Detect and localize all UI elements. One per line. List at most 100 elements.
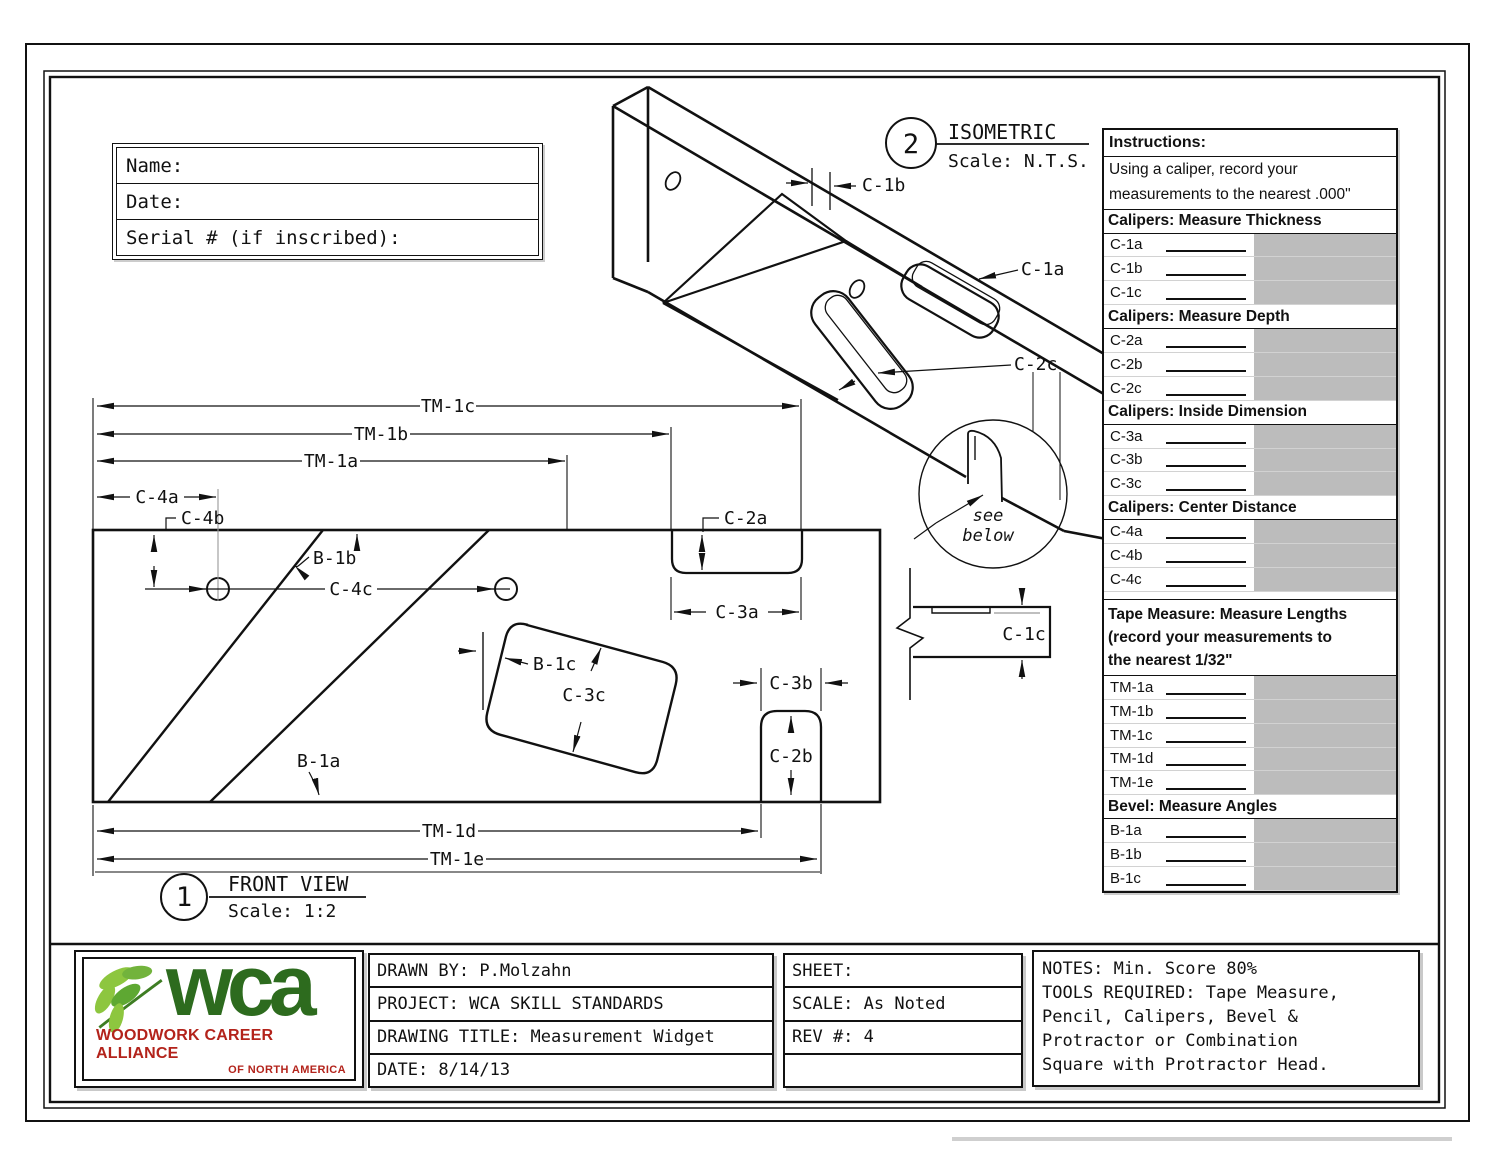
row-label: B-1b xyxy=(1110,846,1142,864)
wca-name-line2: OF NORTH AMERICA xyxy=(228,1064,346,1076)
measure-row-c3c: C-3c xyxy=(1104,472,1396,497)
front-view-scale: Scale: 1:2 xyxy=(228,901,336,922)
dim-label-tm1b: TM-1b xyxy=(354,424,408,445)
measure-row-tm1e: TM-1e xyxy=(1104,771,1396,796)
notes-line4: Protractor or Combination xyxy=(1042,1031,1298,1051)
name-box-inner: Name: Date: Serial # (if inscribed): xyxy=(116,147,539,256)
measure-row-tm1a: TM-1a xyxy=(1104,675,1396,700)
instructions-intro: Using a caliper, record your measurement… xyxy=(1104,157,1396,210)
row-gray-fill xyxy=(1254,257,1396,281)
measure-row-b1c: B-1c xyxy=(1104,866,1396,891)
row-label: B-1a xyxy=(1110,822,1142,840)
drawing-info-cell: DRAWN BY: P.Molzahn PROJECT: WCA SKILL S… xyxy=(368,953,774,1088)
dim-label-tm1a: TM-1a xyxy=(304,451,358,472)
rev-row: REV #: 4 xyxy=(785,1019,1021,1053)
row-label: TM-1c xyxy=(1110,726,1153,744)
view-callouts xyxy=(160,117,1089,921)
view-titles: 1 FRONT VIEW Scale: 1:2 2 ISOMETRIC Scal… xyxy=(176,120,1089,922)
dimension-labels: TM-1c TM-1b TM-1a C-4a C-4b B-1b C-4c C-… xyxy=(135,175,1064,870)
row-gray-fill xyxy=(1254,568,1396,591)
row-label: C-2c xyxy=(1110,379,1142,397)
row-label: C-1a xyxy=(1110,236,1143,254)
logo-cell: wca WOODWORK CAREER ALLIANCE OF NORTH AM… xyxy=(74,950,364,1088)
dim-label-c4c: C-4c xyxy=(329,579,372,600)
measurement-blank xyxy=(1164,353,1254,376)
dim-label-c3c: C-3c xyxy=(562,685,605,706)
measure-row-c3b: C-3b xyxy=(1104,448,1396,473)
front-view-extension-lines xyxy=(92,398,822,876)
dim-label-b1c: B-1c xyxy=(533,654,576,675)
row-label: C-3a xyxy=(1110,427,1143,445)
measure-row-tm1b: TM-1b xyxy=(1104,699,1396,724)
isometric-view-number-bubble xyxy=(885,117,937,169)
row-label: TM-1d xyxy=(1110,750,1154,768)
front-view xyxy=(91,528,882,804)
measurement-blank xyxy=(1164,472,1254,495)
measurement-blank xyxy=(1164,819,1254,842)
front-view-dimensions xyxy=(97,402,848,863)
row-gray-fill xyxy=(1254,866,1396,890)
instructions-intro-line2: measurements to the nearest .000" xyxy=(1109,185,1351,203)
row-gray-fill xyxy=(1254,544,1396,567)
row-gray-fill xyxy=(1254,376,1396,400)
isometric-view-scale: Scale: N.T.S. xyxy=(948,151,1089,172)
measurement-blank xyxy=(1164,568,1254,591)
measure-row-c1c: C-1c xyxy=(1104,281,1396,306)
dim-label-tm1e: TM-1e xyxy=(430,849,484,870)
see-below-text-2: below xyxy=(962,526,1014,546)
measurement-blank xyxy=(1164,234,1254,257)
measurement-blank xyxy=(1164,329,1254,352)
row-label: TM-1a xyxy=(1110,678,1154,696)
isometric-view xyxy=(611,85,1318,574)
row-label: B-1c xyxy=(1110,869,1141,887)
row-label: C-3b xyxy=(1110,451,1143,469)
drawing-title-row: DRAWING TITLE: Measurement Widget xyxy=(370,1019,772,1053)
measure-row-c3a: C-3a xyxy=(1104,424,1396,449)
row-gray-fill xyxy=(1254,819,1396,843)
row-gray-fill xyxy=(1254,352,1396,376)
front-view-title: FRONT VIEW xyxy=(228,872,349,896)
row-label: C-2b xyxy=(1110,355,1143,373)
front-view-number: 1 xyxy=(176,882,192,913)
measurement-blank xyxy=(1164,281,1254,304)
measurement-blank xyxy=(1164,867,1254,890)
dim-label-c3b: C-3b xyxy=(769,673,812,694)
measure-row-tm1c: TM-1c xyxy=(1104,723,1396,748)
measurement-blank xyxy=(1164,724,1254,747)
dim-label-c4b: C-4b xyxy=(181,508,224,529)
measure-row-c1b: C-1b xyxy=(1104,257,1396,282)
measurement-blank xyxy=(1164,843,1254,866)
date-row: DATE: 8/14/13 xyxy=(370,1052,772,1086)
row-label: C-4c xyxy=(1110,570,1142,588)
see-below-text-1: see xyxy=(973,506,1004,526)
name-box: Name: Date: Serial # (if inscribed): xyxy=(112,143,543,260)
front-view-number-bubble xyxy=(160,873,208,921)
sheet-row: SHEET: xyxy=(792,960,854,981)
section-header-bevel: Bevel: Measure Angles xyxy=(1104,795,1396,820)
drawn-by-row: DRAWN BY: P.Molzahn xyxy=(377,960,572,981)
measure-row-c4c: C-4c xyxy=(1104,568,1396,592)
dim-label-c2c: C-2c xyxy=(1014,354,1057,375)
row-gray-fill xyxy=(1254,771,1396,795)
dim-label-b1a: B-1a xyxy=(297,751,340,772)
measurement-blank xyxy=(1164,700,1254,723)
wca-logo: wca WOODWORK CAREER ALLIANCE OF NORTH AM… xyxy=(82,957,356,1081)
empty-row xyxy=(785,1052,1021,1086)
notes-line3: Pencil, Calipers, Bevel & xyxy=(1042,1007,1298,1027)
row-label: C-2a xyxy=(1110,332,1143,350)
row-label: C-4a xyxy=(1110,523,1143,541)
notes-line2: TOOLS REQUIRED: Tape Measure, xyxy=(1042,983,1339,1003)
notes-line1: NOTES: Min. Score 80% xyxy=(1042,959,1257,979)
c1c-detail xyxy=(895,568,1052,700)
measure-row-b1a: B-1a xyxy=(1104,819,1396,844)
project-row: PROJECT: WCA SKILL STANDARDS xyxy=(370,986,772,1019)
measure-row-tm1d: TM-1d xyxy=(1104,747,1396,772)
tape-measure-header-line3: the nearest 1/32" xyxy=(1108,651,1233,669)
measure-row-c2a: C-2a xyxy=(1104,329,1396,353)
measurement-blank xyxy=(1164,449,1254,472)
row-label: TM-1b xyxy=(1110,702,1154,720)
section-header-depth: Calipers: Measure Depth xyxy=(1104,305,1396,330)
notes-line5: Square with Protractor Head. xyxy=(1042,1055,1329,1075)
dim-label-c1b: C-1b xyxy=(862,175,905,196)
